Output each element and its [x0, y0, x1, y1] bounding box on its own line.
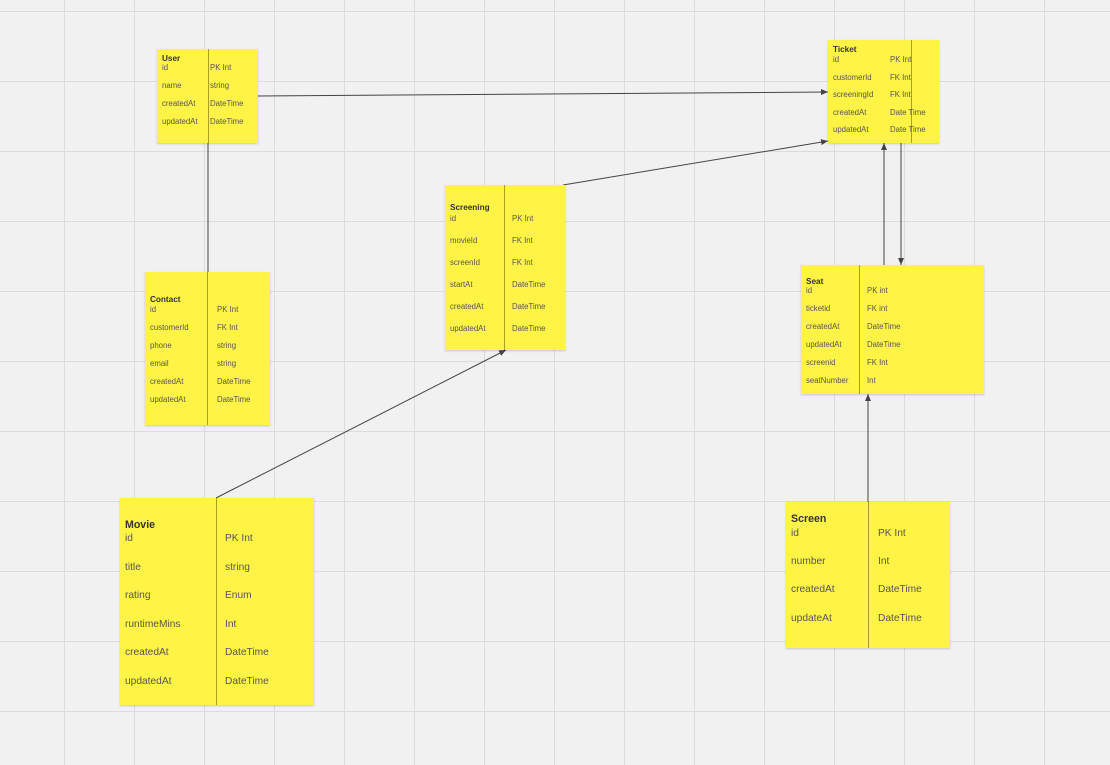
column-divider — [911, 40, 912, 143]
field-name: updatedAt — [806, 340, 842, 349]
field-name: id — [450, 214, 457, 223]
column-divider — [859, 265, 860, 394]
field-name: createdAt — [833, 107, 867, 117]
field-name: screenId — [450, 258, 480, 267]
column-divider — [868, 502, 869, 648]
entity-title: User — [162, 54, 181, 63]
field-type: PK Int — [890, 55, 912, 64]
entity-title: Ticket — [833, 45, 857, 54]
field-type: string — [217, 341, 237, 350]
field-type: PK Int — [878, 528, 906, 539]
entity-movie[interactable]: Movie id PK Int title string rating Enum runtim… — [120, 498, 314, 705]
field-name: title — [125, 561, 141, 573]
field-name: number — [791, 556, 826, 568]
field-type: DateTime — [512, 324, 546, 333]
column-divider — [207, 272, 208, 425]
field-type: FK Int — [890, 72, 911, 82]
field-type: DateTime — [878, 612, 922, 624]
entity-title: Screen — [791, 513, 827, 525]
field-name: id — [791, 528, 799, 539]
field-name: updatedAt — [833, 125, 869, 135]
field-name: name — [162, 81, 182, 90]
field-name: startAt — [450, 280, 473, 289]
field-name: rating — [125, 590, 151, 602]
field-name: customerId — [833, 72, 872, 82]
field-name: movieId — [450, 236, 478, 245]
field-name: screeningId — [833, 90, 874, 100]
field-type: PK int — [867, 286, 888, 295]
field-type: Int — [225, 618, 237, 630]
field-type: DateTime — [210, 117, 244, 126]
entity-screening[interactable]: Screening id PK Int movieId FK Int screenId FK… — [445, 185, 565, 350]
field-type: string — [217, 359, 237, 368]
field-type: Date Time — [890, 125, 926, 135]
column-divider — [216, 498, 217, 705]
field-name: updatedAt — [162, 117, 198, 126]
field-name: id — [125, 533, 133, 544]
field-type: FK Int — [512, 236, 533, 245]
field-type: FK Int — [512, 258, 533, 267]
field-type: PK Int — [210, 63, 232, 72]
field-name: updateAt — [791, 612, 832, 624]
field-type: DateTime — [225, 676, 269, 687]
field-type: Enum — [225, 590, 252, 602]
column-divider — [504, 185, 505, 350]
field-type: DateTime — [512, 302, 546, 311]
field-type: DateTime — [225, 647, 269, 659]
field-name: ticketid — [806, 304, 831, 313]
field-type: string — [210, 81, 230, 90]
field-name: createdAt — [150, 377, 184, 386]
field-type: string — [225, 561, 250, 573]
field-name: id — [150, 305, 157, 314]
entity-title: Screening — [450, 203, 490, 212]
connector-user-to-ticket[interactable] — [257, 89, 829, 97]
field-name: runtimeMins — [125, 618, 181, 630]
field-name: updatedAt — [125, 676, 172, 687]
field-type: DateTime — [217, 377, 251, 386]
field-type: PK Int — [512, 214, 534, 223]
entity-title: Movie — [125, 519, 156, 531]
field-name: updatedAt — [450, 324, 486, 333]
field-name: phone — [150, 341, 172, 350]
field-name: createdAt — [162, 99, 196, 108]
field-type: DateTime — [867, 322, 901, 331]
connector-screening-to-ticket[interactable] — [562, 139, 829, 186]
field-name: createdAt — [791, 584, 835, 596]
field-type: Date Time — [890, 107, 926, 117]
field-type: FK int — [867, 304, 888, 313]
field-type: Int — [878, 556, 890, 568]
field-name: customerId — [150, 323, 189, 332]
field-name: screenid — [806, 358, 836, 367]
field-type: DateTime — [878, 584, 922, 596]
field-type: PK Int — [217, 305, 239, 314]
field-type: Int — [867, 376, 876, 385]
field-name: id — [806, 286, 813, 295]
field-name: createdAt — [125, 647, 169, 659]
field-type: FK Int — [890, 90, 911, 100]
field-name: email — [150, 359, 169, 368]
field-type: FK Int — [217, 323, 238, 332]
field-type: DateTime — [867, 340, 901, 349]
field-name: createdAt — [450, 302, 484, 311]
entity-title: Seat — [806, 277, 824, 286]
field-type: DateTime — [210, 99, 244, 108]
field-type: PK Int — [225, 533, 253, 544]
field-type: DateTime — [217, 395, 251, 404]
field-name: createdAt — [806, 322, 840, 331]
field-name: id — [833, 55, 840, 64]
entity-title: Contact — [150, 295, 181, 304]
field-name: id — [162, 63, 169, 72]
field-type: FK Int — [867, 358, 888, 367]
field-type: DateTime — [512, 280, 546, 289]
field-name: updatedAt — [150, 395, 186, 404]
column-divider — [208, 49, 209, 143]
field-name: seatNumber — [806, 376, 849, 385]
